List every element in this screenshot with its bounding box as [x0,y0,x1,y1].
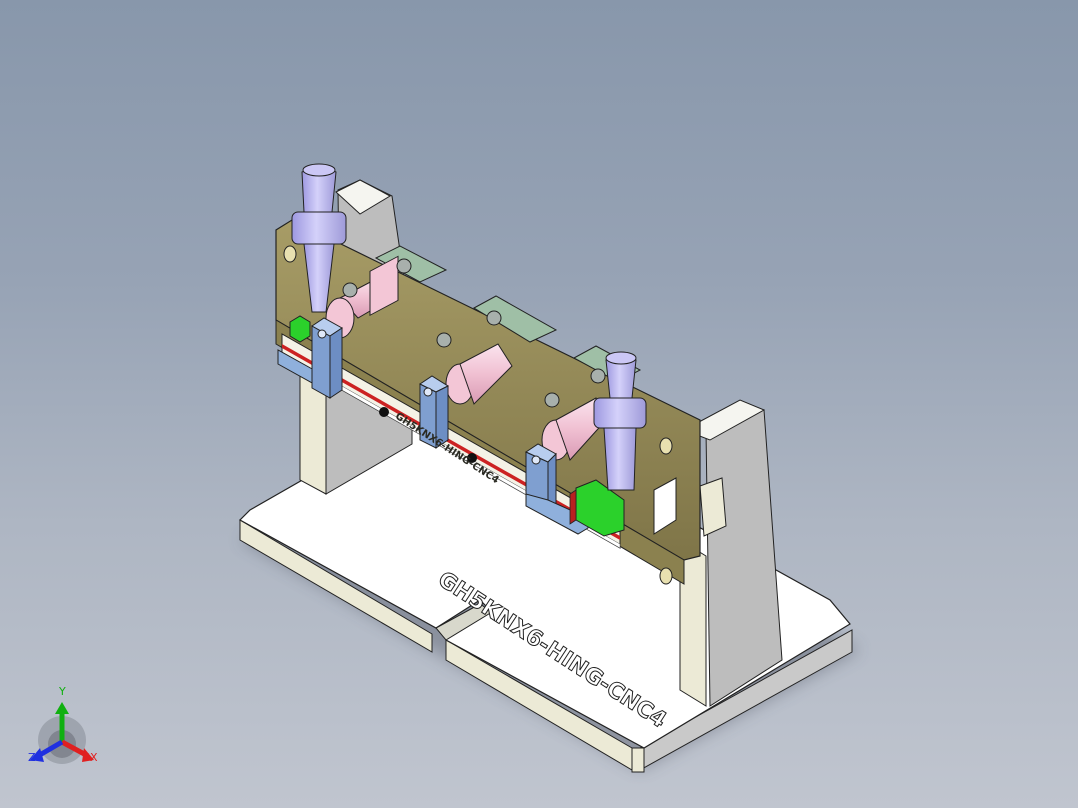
clamp-right [524,443,589,535]
screw-2 [467,453,477,463]
cylinder-2 [445,343,513,405]
green-part-left [289,315,311,343]
fittings [342,258,606,408]
triad-x-label: X [90,751,98,764]
triad-z-label: Z [28,751,36,764]
tool-holder-right [593,351,647,491]
triad-axes-icon [30,702,94,764]
clamp-left [277,317,343,399]
reference-triad: Y X Z [22,686,112,772]
right-upright [679,399,783,707]
red-spacer-right [569,489,577,525]
triad-y-label: Y [59,685,66,698]
tool-holder-left [291,163,347,313]
cylinder-1 [325,255,399,339]
clamp-middle [419,375,450,449]
screw-1 [379,407,389,417]
